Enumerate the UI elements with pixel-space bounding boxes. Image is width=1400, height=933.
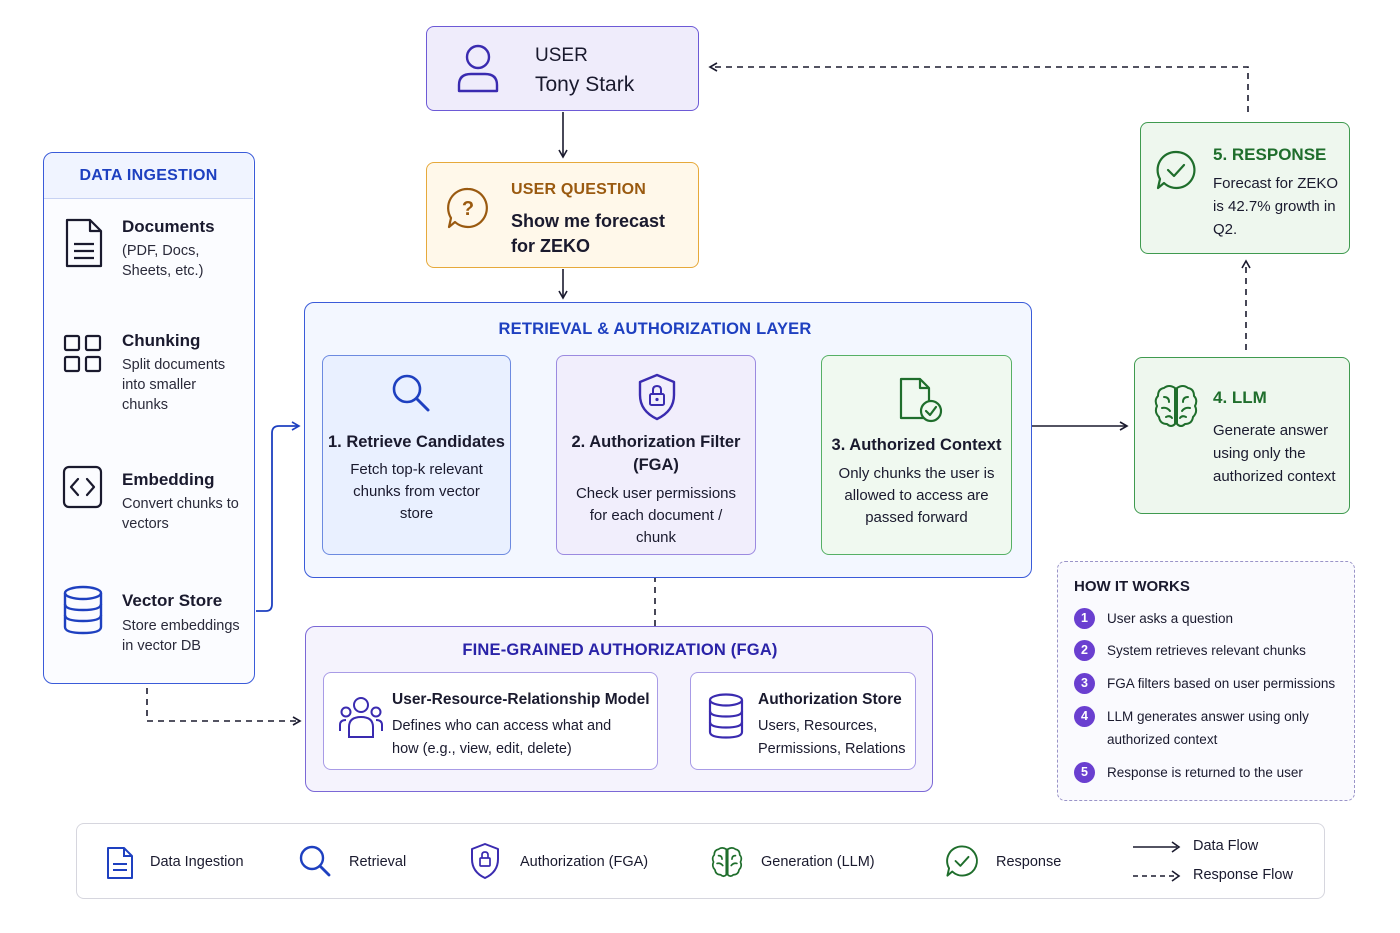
how-title: HOW IT WORKS bbox=[1074, 578, 1190, 595]
search-icon bbox=[392, 374, 430, 412]
store-title: Authorization Store bbox=[758, 691, 902, 708]
document-icon bbox=[65, 218, 103, 268]
user-role: USER bbox=[535, 45, 588, 66]
step-title: Chunking bbox=[122, 331, 201, 350]
authorization-store-card: Authorization Store Users, Resources, Pe… bbox=[690, 672, 916, 770]
user-box: USER Tony Stark bbox=[426, 26, 699, 111]
card-desc: Check user permissions for each document… bbox=[575, 485, 737, 546]
user-icon bbox=[457, 44, 499, 93]
retrieval-layer-title: RETRIEVAL & AUTHORIZATION LAYER bbox=[498, 320, 812, 338]
store-desc: Users, Resources, Permissions, Relations bbox=[758, 718, 906, 757]
users-icon bbox=[339, 697, 383, 738]
user-question-box: ? USER QUESTION Show me forecast for ZEK… bbox=[426, 162, 699, 268]
step-desc: (PDF, Docs, Sheets, etc.) bbox=[122, 243, 204, 279]
chat-check-icon bbox=[946, 845, 978, 877]
question-text: Show me forecast for ZEKO bbox=[511, 211, 666, 256]
legend: Data Ingestion Retrieval Authorization (… bbox=[76, 823, 1325, 899]
chat-check-icon bbox=[1156, 150, 1196, 190]
response-text: Forecast for ZEKO is 42.7% growth in Q2. bbox=[1213, 175, 1339, 238]
legend-response-flow: Response Flow bbox=[1193, 867, 1293, 883]
authorization-filter-card: 2. Authorization Filter (FGA) Check user… bbox=[556, 355, 756, 555]
shield-lock-icon bbox=[471, 843, 499, 879]
arrow-ingestion-layer bbox=[256, 421, 301, 612]
model-title: User-Resource-Relationship Model bbox=[392, 691, 650, 708]
how-step-text: FGA filters based on user permissions bbox=[1107, 676, 1336, 691]
card-title: 3. Authorized Context bbox=[831, 436, 1002, 454]
step-number: 4 bbox=[1074, 706, 1095, 727]
brain-icon bbox=[1154, 385, 1198, 427]
data-ingestion-panel: DATA INGESTION Documents (PDF, Docs, She… bbox=[43, 152, 255, 684]
response-title: 5. RESPONSE bbox=[1213, 145, 1327, 164]
how-step-text: LLM generates answer using only authoriz… bbox=[1107, 709, 1309, 747]
code-icon bbox=[62, 465, 103, 509]
how-step-text: System retrieves relevant chunks bbox=[1107, 643, 1306, 658]
llm-text: Generate answer using only the authorize… bbox=[1213, 422, 1336, 485]
question-bubble-icon: ? bbox=[447, 187, 488, 229]
arrow-ingestion-fga bbox=[146, 688, 302, 726]
question-title: USER QUESTION bbox=[511, 181, 647, 198]
card-title: 2. Authorization Filter (FGA) bbox=[571, 433, 741, 474]
authorized-context-card: 3. Authorized Context Only chunks the us… bbox=[821, 355, 1012, 555]
document-icon bbox=[107, 847, 133, 879]
brain-icon bbox=[711, 846, 743, 878]
how-it-works-panel: HOW IT WORKS 1 User asks a question 2 Sy… bbox=[1057, 561, 1355, 801]
step-desc: Split documents into smaller chunks bbox=[122, 357, 226, 413]
ingestion-header: DATA INGESTION bbox=[44, 153, 253, 199]
step-title: Documents bbox=[122, 217, 215, 236]
retrieve-candidates-card: 1. Retrieve Candidates Fetch top-k relev… bbox=[322, 355, 511, 555]
grid-icon bbox=[63, 334, 102, 373]
step-number: 5 bbox=[1074, 762, 1095, 783]
card-desc: Only chunks the user is allowed to acces… bbox=[838, 465, 995, 526]
step-title: Embedding bbox=[122, 470, 215, 489]
svg-text:?: ? bbox=[462, 198, 474, 220]
legend-label: Authorization (FGA) bbox=[520, 854, 649, 870]
arrow-response-user bbox=[708, 62, 1249, 112]
legend-label: Response bbox=[996, 854, 1062, 870]
relationship-model-card: User-Resource-Relationship Model Defines… bbox=[323, 672, 658, 770]
card-title: 1. Retrieve Candidates bbox=[328, 433, 505, 451]
legend-label: Retrieval bbox=[349, 854, 407, 870]
how-step-text: Response is returned to the user bbox=[1107, 765, 1303, 780]
step-title: Vector Store bbox=[122, 591, 223, 610]
search-icon bbox=[299, 845, 331, 877]
legend-label: Generation (LLM) bbox=[761, 854, 875, 870]
file-check-icon bbox=[899, 377, 943, 423]
step-desc: Store embeddings in vector DB bbox=[122, 618, 240, 654]
model-desc: Defines who can access what and how (e.g… bbox=[392, 718, 612, 757]
ingestion-title: DATA INGESTION bbox=[79, 167, 218, 184]
llm-box: 4. LLM Generate answer using only the au… bbox=[1134, 357, 1350, 514]
legend-data-flow: Data Flow bbox=[1193, 838, 1259, 854]
shield-lock-icon bbox=[638, 373, 676, 421]
fga-title: FINE-GRAINED AUTHORIZATION (FGA) bbox=[462, 641, 778, 659]
legend-label: Data Ingestion bbox=[150, 854, 244, 870]
database-icon bbox=[63, 585, 103, 635]
step-number: 3 bbox=[1074, 673, 1095, 694]
card-desc: Fetch top-k relevant chunks from vector … bbox=[350, 461, 483, 522]
response-box: 5. RESPONSE Forecast for ZEKO is 42.7% g… bbox=[1140, 122, 1350, 254]
step-desc: Convert chunks to vectors bbox=[122, 496, 239, 532]
database-icon bbox=[708, 693, 744, 739]
user-name: Tony Stark bbox=[535, 73, 635, 96]
llm-title: 4. LLM bbox=[1213, 388, 1267, 407]
step-number: 1 bbox=[1074, 608, 1095, 629]
how-step-text: User asks a question bbox=[1107, 611, 1234, 626]
step-number: 2 bbox=[1074, 640, 1095, 661]
legend-arrows bbox=[1133, 841, 1181, 882]
